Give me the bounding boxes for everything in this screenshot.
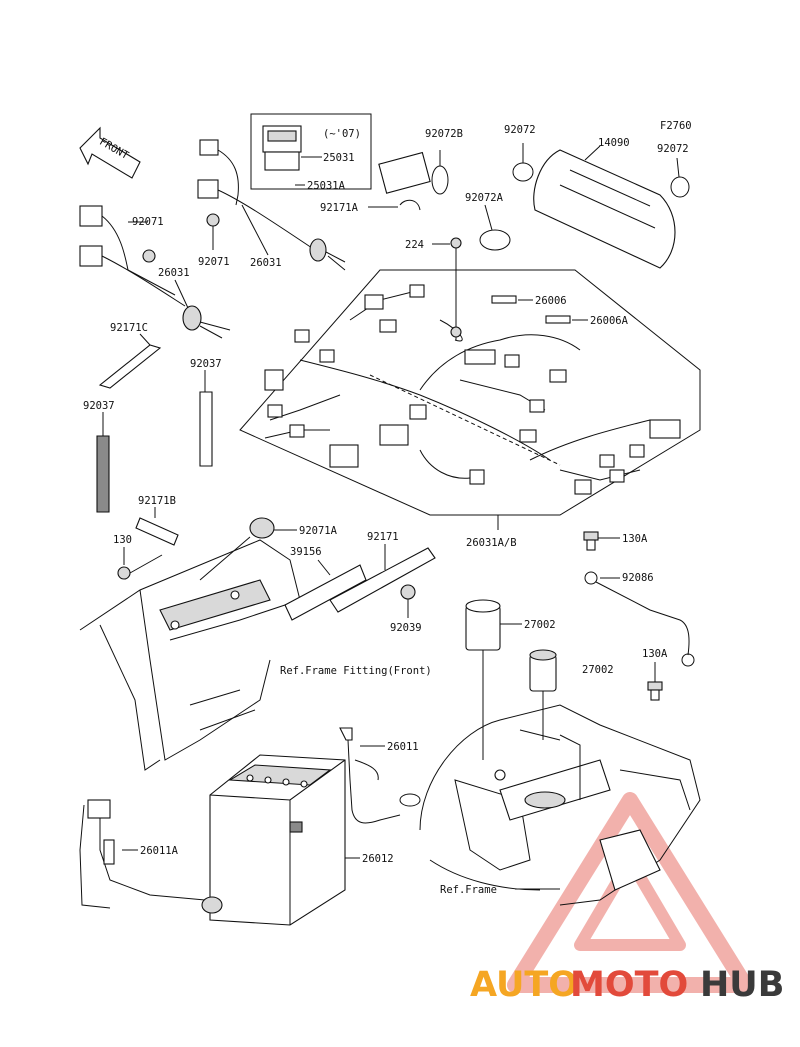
label-26011: 26011 — [387, 741, 419, 753]
label-39156: 39156 — [290, 546, 322, 558]
ground-cable-92086 — [584, 571, 695, 667]
label-26031-upper: 26031 — [250, 257, 282, 269]
label-25031A: 25031A — [307, 180, 346, 192]
ref-frame: Ref.Frame — [440, 884, 497, 896]
label-130A-bottom: 130A — [642, 648, 668, 660]
bolt-130 — [117, 566, 131, 580]
frame-fitting-front — [79, 539, 301, 771]
grommet-92071-a — [142, 249, 156, 263]
relay-27002-a — [465, 599, 501, 760]
bracket-92171 — [329, 547, 436, 613]
label-130: 130 — [113, 534, 132, 546]
rear-frame — [419, 704, 701, 906]
strap-92037-a — [199, 391, 213, 467]
label-26006: 26006 — [535, 295, 567, 307]
clamp-92072B — [431, 165, 449, 195]
label-92072B: 92072B — [425, 128, 463, 140]
ref-frame-fitting-front: Ref.Frame Fitting(Front) — [280, 665, 432, 677]
switch-25031 — [262, 125, 302, 171]
cover-14090 — [533, 149, 676, 269]
cable-26011A — [79, 799, 223, 914]
label-92171: 92171 — [367, 531, 399, 543]
label-26011A: 26011A — [140, 845, 179, 857]
label-92171A: 92171A — [320, 202, 359, 214]
label-130A-top: 130A — [622, 533, 648, 545]
strap-92037-b — [96, 435, 110, 513]
label-92171B: 92171B — [138, 495, 176, 507]
bolt-130A-bottom — [647, 681, 663, 701]
plate-39156 — [284, 564, 367, 621]
fuse-26006 — [491, 295, 517, 304]
cable-26011 — [339, 727, 421, 824]
label-26012: 26012 — [362, 853, 394, 865]
clamp-92072-b — [670, 176, 690, 198]
bolt-224 — [450, 237, 462, 249]
harness-26031-left — [79, 205, 231, 339]
clamp-92072A — [479, 229, 511, 251]
label-26031AB: 26031A/B — [466, 537, 517, 549]
label-92039: 92039 — [390, 622, 422, 634]
figure-code: F2760 — [660, 120, 692, 132]
label-27002-a: 27002 — [524, 619, 556, 631]
main-harness-boundary — [239, 269, 701, 516]
battery-26012 — [209, 754, 346, 926]
note-year: (~'07) — [323, 128, 361, 140]
label-92071-a: 92071 — [132, 216, 164, 228]
watermark-hub: HUB — [700, 965, 784, 1005]
relay-92171A — [378, 151, 431, 211]
nut-92039 — [400, 584, 416, 600]
main-harness-26031A-B — [264, 284, 681, 495]
label-26031-left: 26031 — [158, 267, 190, 279]
label-26006A: 26006A — [590, 315, 629, 327]
watermark-triangle — [507, 792, 753, 993]
bracket-92171C — [98, 344, 162, 389]
label-14090: 14090 — [598, 137, 630, 149]
harness-26031-upper — [197, 139, 346, 271]
watermark-auto: AUTO — [470, 965, 578, 1005]
label-92037-a: 92037 — [190, 358, 222, 370]
label-25031: 25031 — [323, 152, 355, 164]
label-92071-b: 92071 — [198, 256, 230, 268]
grommet-92071-b — [206, 213, 220, 227]
bolt-130A-top — [583, 531, 599, 551]
watermark-moto: MOTO — [570, 965, 688, 1005]
relay-27002-b — [529, 649, 557, 740]
label-92037-b: 92037 — [83, 400, 115, 412]
label-92071A: 92071A — [299, 525, 338, 537]
label-92072-a: 92072 — [504, 124, 536, 136]
label-92072-b: 92072 — [657, 143, 689, 155]
front-arrow-icon: FRONT — [79, 126, 141, 179]
label-92072A: 92072A — [465, 192, 504, 204]
label-224: 224 — [405, 239, 424, 251]
label-92086: 92086 — [622, 572, 654, 584]
switch-detail-box — [250, 113, 372, 190]
clamp-92072-a — [512, 162, 534, 182]
label-92171C: 92171C — [110, 322, 148, 334]
fuse-26006A — [545, 315, 571, 324]
grommet-92071A — [249, 517, 275, 539]
label-27002-b: 27002 — [582, 664, 614, 676]
bracket-92171B — [135, 517, 179, 546]
